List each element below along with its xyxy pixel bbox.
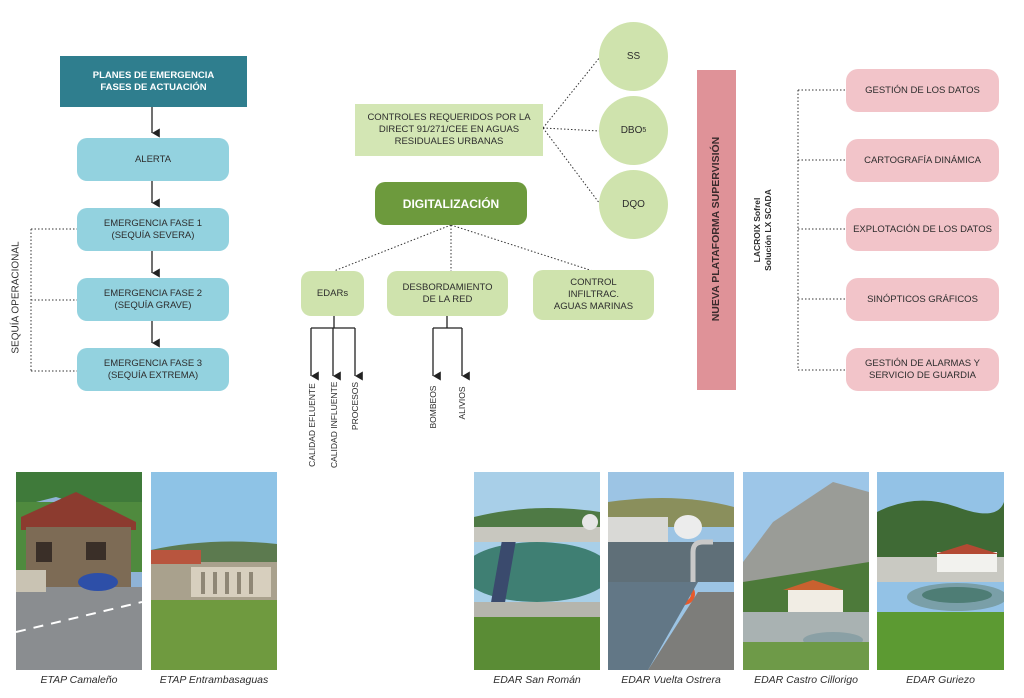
- phase-emergencia-1: EMERGENCIA FASE 1 (SEQUÍA SEVERA): [77, 208, 229, 251]
- output-calidad-influente: CALIDAD INFLUENTE: [329, 381, 339, 468]
- photo-etap-entrambasaguas: [151, 472, 277, 670]
- caption-edar-vuelta-ostrera: EDAR Vuelta Ostrera: [621, 674, 721, 686]
- caption-edar-guriezo: EDAR Guriezo: [906, 674, 975, 686]
- sequia-operacional-label: SEQUÍA OPERACIONAL: [10, 241, 22, 354]
- phase-emergencia-3: EMERGENCIA FASE 3 (SEQUÍA EXTREMA): [77, 348, 229, 391]
- output-calidad-efluente: CALIDAD EFLUENTE: [307, 383, 317, 467]
- platform-label: NUEVA PLATAFORMA SUPERVISIÓN: [710, 136, 722, 322]
- emergency-plans-header: PLANES DE EMERGENCIA FASES DE ACTUACIÓN: [60, 56, 247, 107]
- caption-etap-camaleno: ETAP Camaleño: [40, 674, 118, 686]
- param-ss: SS: [599, 22, 668, 91]
- branch-edars: EDARs: [301, 271, 364, 316]
- photo-edar-castro-cillorigo: [743, 472, 869, 670]
- caption-etap-entrambasaguas: ETAP Entrambasaguas: [159, 674, 269, 686]
- photo-etap-camaleno: [16, 472, 142, 670]
- phase-emergencia-2: EMERGENCIA FASE 2 (SEQUÍA GRAVE): [77, 278, 229, 321]
- platform-bar: [697, 70, 736, 390]
- output-alivios: ALIVIOS: [457, 386, 467, 420]
- digitalization-box: DIGITALIZACIÓN: [375, 182, 527, 225]
- photo-edar-guriezo: [877, 472, 1004, 670]
- branch-control-infiltrac: CONTROL INFILTRAC. AGUAS MARINAS: [533, 270, 654, 320]
- phase-alerta: ALERTA: [77, 138, 229, 181]
- caption-edar-castro-cillorigo: EDAR Castro Cillorigo: [754, 674, 858, 686]
- feature-explotacion: EXPLOTACIÓN DE LOS DATOS: [846, 208, 999, 251]
- controls-box: CONTROLES REQUERIDOS POR LA DIRECT 91/27…: [355, 104, 543, 156]
- feature-cartografia: CARTOGRAFÍA DINÁMICA: [846, 139, 999, 182]
- feature-alarmas: GESTIÓN DE ALARMAS Y SERVICIO DE GUARDIA: [846, 348, 999, 391]
- branch-desbordamiento: DESBORDAMIENTO DE LA RED: [387, 271, 508, 316]
- vendor-line2: Solución LX SCADA: [763, 189, 773, 271]
- param-dbo-subscript: 5: [642, 126, 647, 134]
- photo-edar-vuelta-ostrera: [608, 472, 734, 670]
- photo-edar-san-roman: [474, 472, 600, 670]
- param-dqo: DQO: [599, 170, 668, 239]
- vendor-line1: LACROIX Sofrel: [752, 197, 762, 263]
- output-procesos: PROCESOS: [350, 381, 360, 431]
- output-bombeos: BOMBEOS: [428, 385, 438, 429]
- param-dbo-label: DBO: [620, 124, 643, 136]
- caption-edar-san-roman: EDAR San Román: [493, 674, 581, 686]
- feature-sinopticos: SINÓPTICOS GRÁFICOS: [846, 278, 999, 321]
- feature-gestion-datos: GESTIÓN DE LOS DATOS: [846, 69, 999, 112]
